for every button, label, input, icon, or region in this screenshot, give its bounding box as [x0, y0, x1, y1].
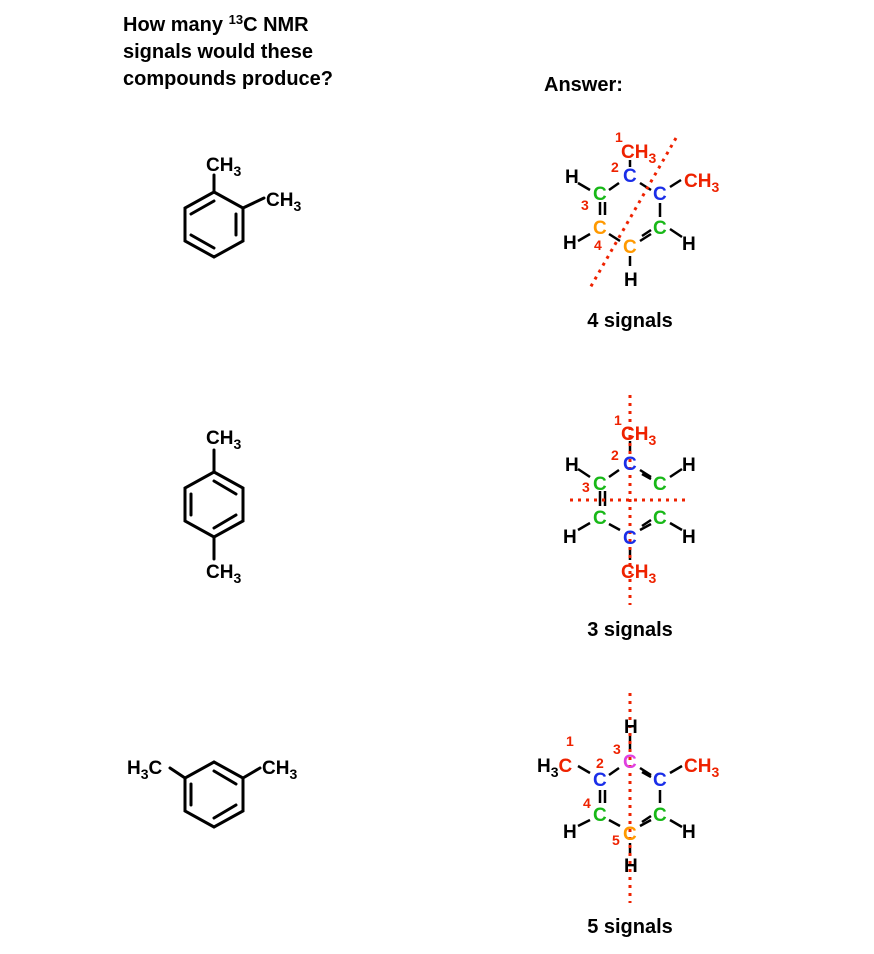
- number-label: 2: [611, 159, 619, 175]
- number-label: 4: [594, 237, 602, 253]
- hydrogen: H: [682, 527, 696, 548]
- carbon-2: C: [623, 166, 637, 187]
- carbon-4: C: [593, 805, 607, 826]
- question-text: How many 13C NMR signals would these com…: [123, 12, 333, 93]
- ortho-xylene-structure: [183, 173, 266, 259]
- hydrogen: H: [624, 856, 638, 877]
- carbon-3: C: [623, 752, 637, 773]
- carbon-3: C: [653, 474, 667, 495]
- symmetry-plane: [588, 137, 678, 289]
- hydrogen: H: [624, 270, 638, 291]
- carbon-2: C: [623, 454, 637, 475]
- methyl-label: CH3: [262, 758, 297, 782]
- carbon-4: C: [593, 218, 607, 239]
- methyl-label: CH3: [206, 155, 241, 179]
- methyl-label: CH3: [266, 190, 301, 214]
- meta-left-labels: H3C CH3: [127, 758, 297, 782]
- methyl-carbon-1: CH3: [621, 562, 656, 586]
- carbon-3: C: [593, 474, 607, 495]
- meta-answer-atoms: H3C CH3 C C C C C C H H H H: [537, 717, 719, 877]
- ring-double-bond: [212, 513, 238, 530]
- ortho-carbon-numbers: 1 2 3 4: [581, 129, 623, 253]
- number-label: 3: [613, 741, 621, 757]
- ortho-answer-atoms: CH3 CH3 C C C C C C H H H H: [563, 142, 719, 291]
- number-label: 3: [582, 479, 590, 495]
- carbon-2: C: [593, 770, 607, 791]
- methyl-carbon-1: H3C: [537, 756, 573, 780]
- carbon-3: C: [653, 508, 667, 529]
- ring-double-bond: [212, 769, 238, 786]
- number-label: 4: [583, 795, 591, 811]
- hydrogen: H: [563, 527, 577, 548]
- hydrogen: H: [624, 717, 638, 738]
- methyl-label: CH3: [206, 428, 241, 452]
- isotope-superscript: 13: [228, 12, 244, 27]
- ortho-left-labels: CH3 CH3: [206, 155, 301, 214]
- ring-double-bond: [189, 233, 216, 250]
- number-label: 3: [581, 197, 589, 213]
- meta-xylene-structure: [168, 760, 262, 829]
- carbon-5: C: [623, 824, 637, 845]
- signal-count: 4 signals: [587, 310, 673, 332]
- meta-answer-bonds: [577, 736, 683, 853]
- carbon-4: C: [623, 237, 637, 258]
- number-label: 2: [596, 755, 604, 771]
- carbon-3: C: [593, 508, 607, 529]
- signal-count: 3 signals: [587, 619, 673, 641]
- methyl-bond: [168, 766, 187, 780]
- ring-double-bond: [212, 479, 238, 496]
- carbon-2: C: [623, 528, 637, 549]
- question-line-3: compounds produce?: [123, 68, 333, 90]
- methyl-carbon-1: CH3: [621, 142, 656, 166]
- carbon-4: C: [653, 805, 667, 826]
- carbon-2: C: [653, 770, 667, 791]
- carbon-2: C: [653, 184, 667, 205]
- hydrogen: H: [563, 233, 577, 254]
- question-line-2: signals would these: [123, 41, 314, 63]
- signal-count: 5 signals: [587, 916, 673, 938]
- hydrogen: H: [682, 822, 696, 843]
- para-answer-bonds: [577, 441, 683, 560]
- methyl-carbon-1: CH3: [621, 424, 656, 448]
- methyl-carbon: CH3: [684, 171, 719, 195]
- para-carbon-numbers: 1 2 3: [582, 412, 622, 495]
- meta-carbon-numbers: 1 2 3 4 5: [566, 733, 621, 848]
- hydrogen: H: [565, 455, 579, 476]
- ring-double-bond: [212, 803, 238, 820]
- answer-label: Answer:: [544, 74, 623, 96]
- methyl-label: CH3: [206, 562, 241, 586]
- hydrogen: H: [563, 822, 577, 843]
- number-label: 1: [615, 129, 623, 145]
- carbon-3: C: [653, 218, 667, 239]
- number-label: 5: [612, 832, 620, 848]
- para-answer-atoms: CH3 CH3 C C C C C C H H H H: [563, 424, 696, 586]
- number-label: 1: [614, 412, 622, 428]
- hydrogen: H: [682, 234, 696, 255]
- carbon-3: C: [593, 184, 607, 205]
- methyl-carbon-1: CH3: [684, 756, 719, 780]
- para-xylene-structure: [183, 448, 245, 561]
- hydrogen: H: [682, 455, 696, 476]
- hydrogen: H: [565, 167, 579, 188]
- para-left-labels: CH3 CH3: [206, 428, 241, 586]
- question-line-1: How many 13C NMR: [123, 12, 309, 36]
- methyl-label: H3C: [127, 758, 163, 782]
- number-label: 2: [611, 447, 619, 463]
- ortho-answer-bonds: [577, 160, 683, 266]
- methyl-bond: [241, 766, 262, 780]
- methyl-bond: [241, 196, 266, 210]
- number-label: 1: [566, 733, 574, 749]
- ring-double-bond: [189, 199, 216, 216]
